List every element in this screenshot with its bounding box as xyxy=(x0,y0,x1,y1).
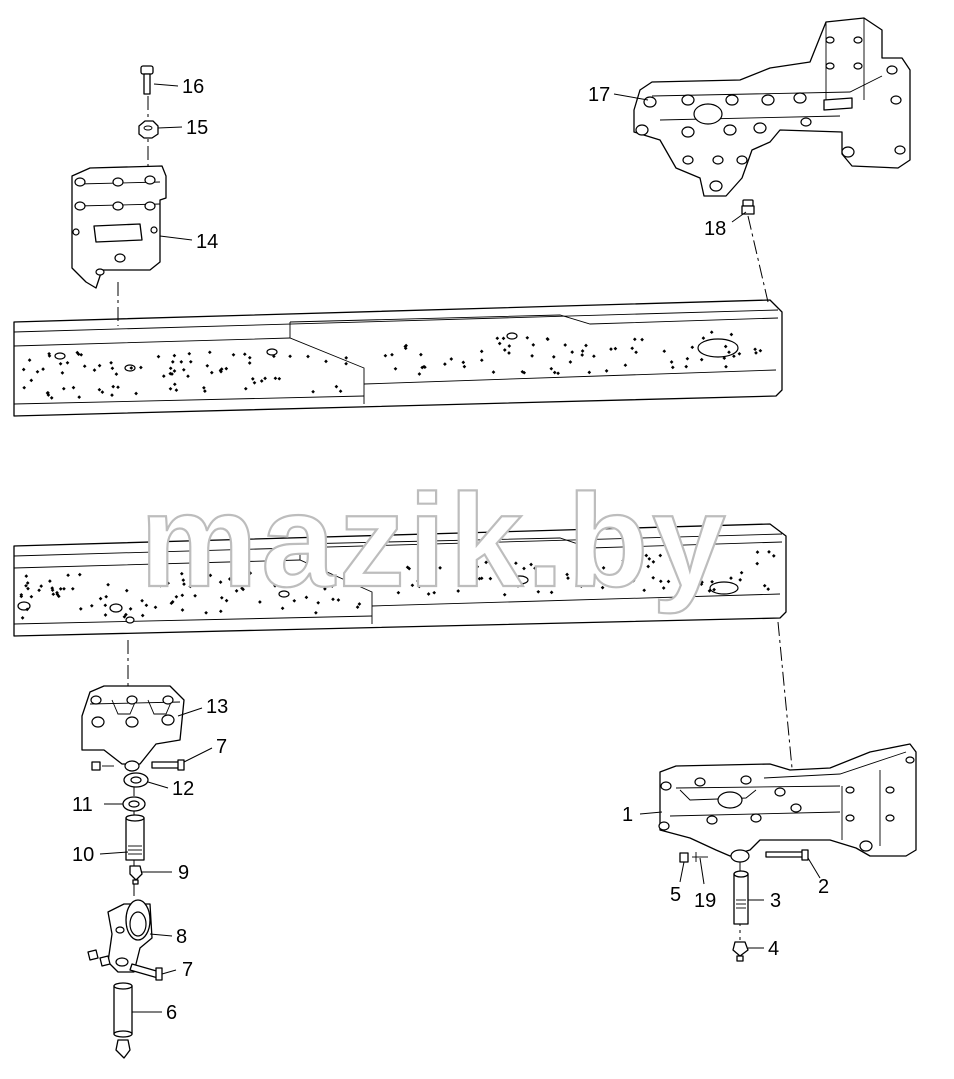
frame-rail-lower xyxy=(13,523,787,637)
bolt-part-2 xyxy=(765,849,809,861)
rail-rivet-holes xyxy=(21,330,763,400)
callout-10: 10 xyxy=(72,844,94,866)
callout-8: 8 xyxy=(176,926,187,948)
callout-numbers: 16 15 14 17 18 13 7 12 11 10 9 8 7 6 1 2… xyxy=(72,76,829,1024)
callout-5: 5 xyxy=(670,884,681,906)
callout-14: 14 xyxy=(196,231,218,253)
callout-15: 15 xyxy=(186,117,208,139)
bracket-part-8 xyxy=(107,899,153,973)
pin-part-6 xyxy=(113,982,133,1059)
callout-12: 12 xyxy=(172,778,194,800)
bracket-part-14 xyxy=(71,165,167,289)
bolt-part-16 xyxy=(140,65,154,95)
watermark-logo: mazik.by xyxy=(140,467,730,614)
pin-part-10 xyxy=(125,814,145,861)
frame-rail-upper xyxy=(13,299,783,417)
callout-11: 11 xyxy=(72,794,93,816)
callout-19: 19 xyxy=(694,890,716,912)
nut-part-15 xyxy=(138,120,159,139)
bolt-part-7-upper xyxy=(91,759,185,771)
callout-7-lower: 7 xyxy=(182,959,193,981)
bracket-part-1 xyxy=(658,743,917,863)
bolt-part-7-lower xyxy=(87,949,163,981)
callout-2: 2 xyxy=(818,876,829,898)
washer-part-11 xyxy=(122,796,146,812)
callout-9: 9 xyxy=(178,862,189,884)
callout-7-upper: 7 xyxy=(216,736,227,758)
leader-lines xyxy=(99,83,821,1013)
washer-part-19 xyxy=(692,852,708,862)
bracket-part-17 xyxy=(633,17,911,197)
washer-part-12 xyxy=(123,772,149,788)
grease-fitting-part-4 xyxy=(732,941,749,962)
pin-part-3 xyxy=(733,870,749,925)
callout-1: 1 xyxy=(622,804,633,826)
nut-part-5 xyxy=(679,852,689,863)
callout-16: 16 xyxy=(182,76,204,98)
callout-18: 18 xyxy=(704,218,726,240)
callout-13: 13 xyxy=(206,696,228,718)
callout-3: 3 xyxy=(770,890,781,912)
bracket-part-13 xyxy=(81,685,185,772)
callout-6: 6 xyxy=(166,1002,177,1024)
bolt-part-18 xyxy=(741,199,755,215)
callout-4: 4 xyxy=(768,938,779,960)
callout-17: 17 xyxy=(588,84,610,106)
grease-fitting-part-9 xyxy=(129,865,143,885)
